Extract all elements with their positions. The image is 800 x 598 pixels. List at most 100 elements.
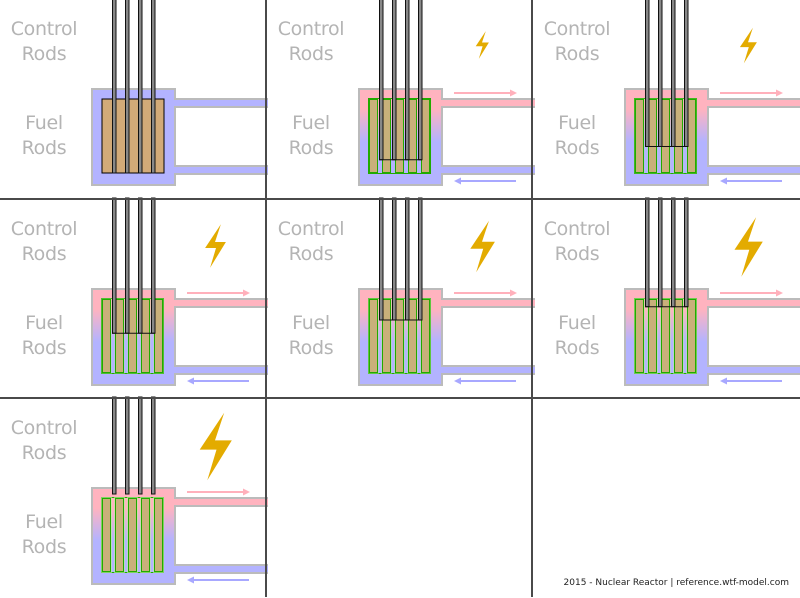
inlet-pipe-joint <box>706 167 710 173</box>
outlet-pipe <box>439 100 535 106</box>
inlet-pipe-joint <box>173 167 177 173</box>
fuel-rod <box>421 299 430 373</box>
fuel-rod <box>635 99 644 173</box>
reactor-panel-stage-1: Control Rods Fuel Rods <box>0 0 268 199</box>
fuel-rod <box>661 299 670 373</box>
fuel-rods-label-line2: Rods <box>554 337 600 359</box>
lightning-bolt-icon <box>739 27 757 64</box>
fuel-rod <box>635 299 644 373</box>
control-rods-label: Control Rods <box>267 217 355 267</box>
control-rod <box>392 197 397 321</box>
divider-h2 <box>0 397 800 399</box>
fuel-rods-label: Fuel Rods <box>533 111 621 161</box>
outlet-pipe <box>705 300 800 306</box>
outlet-pipe-joint <box>173 499 177 505</box>
fuel-rod <box>115 299 124 373</box>
control-rods-label: Control Rods <box>0 217 88 267</box>
control-rods-label-line1: Control <box>10 417 78 439</box>
fuel-rod <box>154 498 163 572</box>
hot-flow-arrow-head <box>510 289 517 297</box>
reactor-diagram <box>91 197 268 386</box>
reactor-panel-stage-4: Control Rods Fuel Rods <box>0 197 268 399</box>
fuel-rod <box>141 498 150 572</box>
control-rod <box>658 197 663 308</box>
fuel-rod <box>102 498 111 572</box>
control-rods-label-line2: Rods <box>554 43 600 65</box>
control-rods-label-line1: Control <box>277 18 345 40</box>
outlet-pipe <box>172 300 268 306</box>
control-rod <box>405 0 410 161</box>
cold-flow-arrow-head <box>720 377 727 385</box>
control-rod <box>151 197 156 334</box>
control-rods-label: Control Rods <box>267 17 355 67</box>
lightning-bolt-icon <box>470 220 495 273</box>
reactor-panel-stage-6: Control Rods Fuel Rods <box>533 197 800 399</box>
inlet-pipe-joint <box>706 367 710 373</box>
control-rod <box>418 197 423 321</box>
control-rods-label: Control Rods <box>0 17 88 67</box>
inlet-pipe-joint <box>440 367 444 373</box>
fuel-rod <box>421 99 430 173</box>
fuel-rod <box>382 299 391 373</box>
control-rod <box>645 197 650 308</box>
control-rods-label-line2: Rods <box>21 442 67 464</box>
fuel-rods-label-line1: Fuel <box>292 112 330 134</box>
fuel-rod <box>382 99 391 173</box>
control-rods-label: Control Rods <box>533 217 621 267</box>
fuel-rod <box>687 99 696 173</box>
inlet-pipe <box>705 167 800 173</box>
divider-v1 <box>265 0 267 597</box>
control-rod <box>684 197 689 308</box>
outlet-pipe <box>172 499 268 505</box>
fuel-rod <box>408 99 417 173</box>
outlet-pipe <box>172 100 268 106</box>
outlet-pipe-joint <box>440 100 444 106</box>
outlet-pipe-joint <box>706 100 710 106</box>
fuel-rod <box>128 299 137 373</box>
outlet-pipe-joint <box>173 100 177 106</box>
fuel-rod <box>395 99 404 173</box>
reactor-diagram <box>624 197 800 386</box>
inlet-pipe <box>172 367 268 373</box>
fuel-rods-label: Fuel Rods <box>267 111 355 161</box>
reactor-panel-stage-3: Control Rods Fuel Rods <box>533 0 800 199</box>
fuel-assembly-outline <box>368 98 431 174</box>
control-rod <box>138 0 143 174</box>
fuel-rod <box>154 299 163 373</box>
fuel-assembly-outline <box>634 98 697 174</box>
cold-flow-arrow-head <box>187 576 194 584</box>
control-rods-label-line1: Control <box>543 218 611 240</box>
lightning-bolt-icon <box>734 217 763 277</box>
cold-flow-arrow-head <box>454 377 461 385</box>
fuel-rods-label-line2: Rods <box>21 536 67 558</box>
control-rod <box>125 396 130 495</box>
fuel-rods-label-line1: Fuel <box>25 511 63 533</box>
fuel-assembly-outline <box>368 298 431 374</box>
control-rod <box>684 0 689 147</box>
outlet-pipe-joint <box>173 300 177 306</box>
control-rods-label-line1: Control <box>10 18 78 40</box>
outlet-pipe-joint <box>706 300 710 306</box>
fuel-rod <box>661 99 670 173</box>
control-rod <box>645 0 650 147</box>
fuel-rods-label-line2: Rods <box>21 137 67 159</box>
hot-flow-arrow-head <box>776 89 783 97</box>
inlet-pipe <box>705 367 800 373</box>
fuel-rods-label: Fuel Rods <box>0 111 88 161</box>
control-rod <box>671 0 676 147</box>
lightning-bolt-icon <box>199 412 232 481</box>
fuel-rod <box>648 299 657 373</box>
inlet-pipe-joint <box>173 566 177 572</box>
control-rod <box>112 197 117 334</box>
fuel-rod <box>395 299 404 373</box>
fuel-rods-label: Fuel Rods <box>533 311 621 361</box>
control-rod <box>151 0 156 174</box>
reactor-panel-stage-5: Control Rods Fuel Rods <box>267 197 535 399</box>
control-rod <box>125 0 130 174</box>
fuel-assembly-outline <box>101 298 164 374</box>
control-rods-label: Control Rods <box>533 17 621 67</box>
control-rod <box>379 197 384 321</box>
fuel-rods-label: Fuel Rods <box>0 510 88 560</box>
reactor-diagram <box>91 396 268 585</box>
